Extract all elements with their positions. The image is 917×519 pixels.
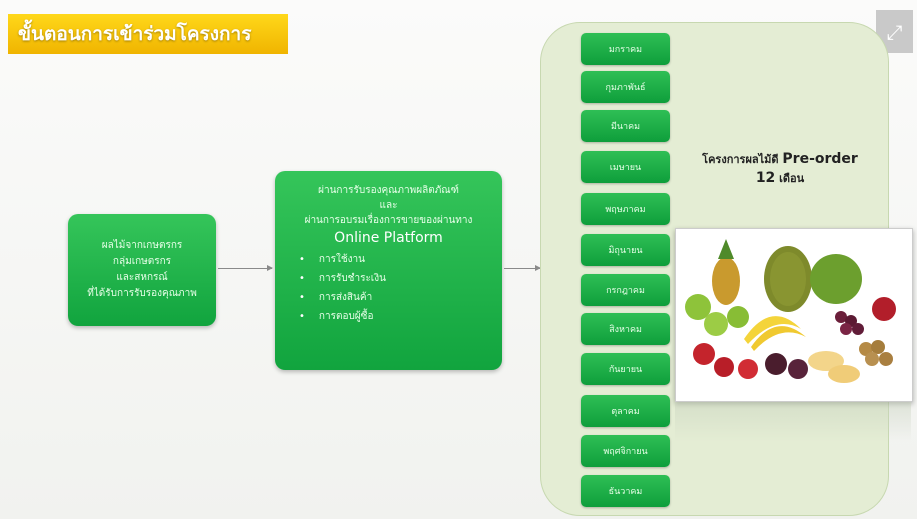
month-9: กันยายน bbox=[581, 353, 670, 385]
month-unit: เดือน bbox=[779, 172, 805, 185]
month-10: ตุลาคม bbox=[581, 395, 670, 427]
page-title: ขั้นตอนการเข้าร่วมโครงการ bbox=[8, 14, 288, 54]
photo-reflection bbox=[675, 402, 911, 442]
project-line-2: 12 เดือน bbox=[690, 169, 870, 188]
month-count: 12 bbox=[755, 170, 776, 186]
training-line: ผ่านการรับรองคุณภาพผลิตภัณฑ์ bbox=[318, 185, 459, 196]
expand-icon: ⤢ bbox=[886, 19, 903, 44]
source-box: ผลไม้จากเกษตรกร กลุ่มเกษตรกร และสหกรณ์ ท… bbox=[68, 214, 216, 326]
project-line-1: โครงการผลไม้ดี Pre-order bbox=[690, 150, 870, 169]
month-11: พฤศจิกายน bbox=[581, 435, 670, 467]
month-12: ธันวาคม bbox=[581, 475, 670, 507]
training-bullet: การส่งสินค้า bbox=[299, 288, 492, 307]
source-line: ที่ได้รับการรับรองคุณภาพ bbox=[87, 288, 197, 299]
month-8: สิงหาคม bbox=[581, 313, 670, 345]
fruit-illustration bbox=[676, 229, 912, 401]
source-line: และสหกรณ์ bbox=[116, 272, 168, 283]
source-line: กลุ่มเกษตรกร bbox=[112, 256, 172, 267]
project-name: โครงการผลไม้ดี bbox=[702, 153, 779, 166]
month-1: มกราคม bbox=[581, 33, 670, 65]
page-title-text: ขั้นตอนการเข้าร่วมโครงการ bbox=[18, 23, 252, 45]
training-bullet: การใช้งาน bbox=[299, 250, 492, 269]
arrow-2 bbox=[504, 265, 541, 271]
training-line: และ bbox=[379, 200, 398, 211]
training-bullet: การตอบผู้ซื้อ bbox=[299, 307, 492, 326]
training-box: ผ่านการรับรองคุณภาพผลิตภัณฑ์ และ ผ่านการ… bbox=[275, 171, 502, 370]
month-5: พฤษภาคม bbox=[581, 193, 670, 225]
fruit-photo bbox=[675, 228, 913, 402]
platform-label: Online Platform bbox=[334, 230, 443, 246]
training-bullet: การรับชำระเงิน bbox=[299, 269, 492, 288]
month-6: มิถุนายน bbox=[581, 234, 670, 266]
month-4: เมษายน bbox=[581, 151, 670, 183]
month-2: กุมภาพันธ์ bbox=[581, 71, 670, 103]
project-caption: โครงการผลไม้ดี Pre-order 12 เดือน bbox=[690, 150, 870, 188]
month-7: กรกฎาคม bbox=[581, 274, 670, 306]
arrow-1 bbox=[218, 265, 273, 271]
month-3: มีนาคม bbox=[581, 110, 670, 142]
training-line: ผ่านการอบรมเรื่องการขายของผ่านทาง bbox=[304, 215, 473, 226]
source-line: ผลไม้จากเกษตรกร bbox=[101, 240, 183, 251]
training-bullets: การใช้งาน การรับชำระเงิน การส่งสินค้า กา… bbox=[285, 250, 492, 326]
preorder-label: Pre-order bbox=[782, 151, 858, 167]
